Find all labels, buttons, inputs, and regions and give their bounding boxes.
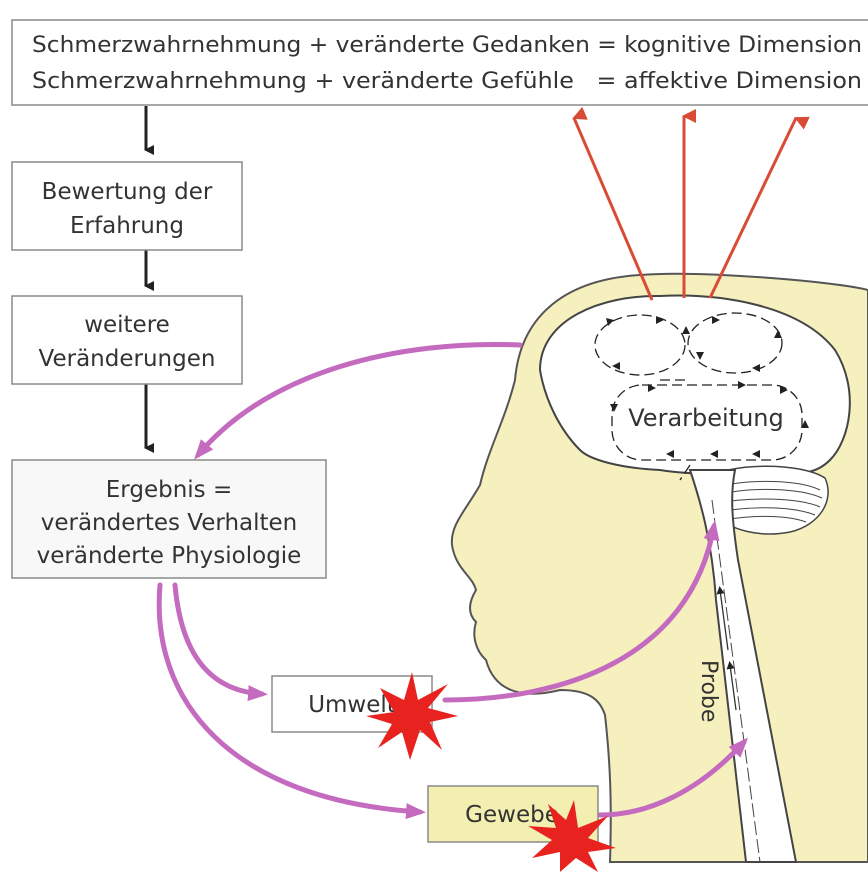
veraenderungen-line-2: Veränderungen [39,346,216,372]
header-line-2: Schmerzwahrnehmung + veränderte Gefühle … [32,69,862,94]
veraenderungen-line-1: weitere [84,312,170,338]
probe-label: Probe [696,660,721,722]
ergebnis-line-1: Ergebnis = [106,477,232,503]
red-arrows [574,116,796,300]
bewertung-line-1: Bewertung der [42,179,213,205]
ergebnis-line-2: verändertes Verhalten [41,510,298,536]
gewebe-label: Gewebe [465,802,559,828]
ergebnis-line-3: veränderte Physiologie [37,543,302,569]
arrow-brain-to-ergebnis [198,344,520,455]
verarbeitung-label: Verarbeitung [628,404,784,432]
header-line-1: Schmerzwahrnehmung + veränderte Gedanken… [32,33,862,58]
bewertung-line-2: Erfahrung [70,213,184,239]
arrow-ergebnis-to-umwelt [175,585,262,694]
